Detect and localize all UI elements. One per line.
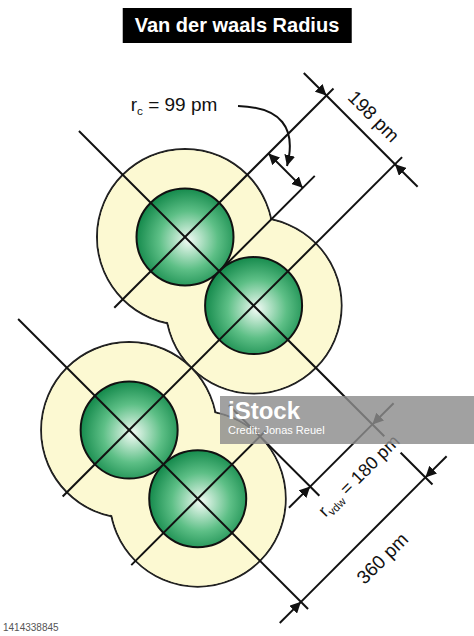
- dimension-label: 198 pm: [340, 84, 405, 149]
- extension-line: [114, 89, 333, 308]
- title-banner: Van der waals Radius: [123, 8, 352, 43]
- dimension-label: 360 pm: [350, 526, 415, 591]
- dimension-arrow: [289, 487, 310, 508]
- extension-line: [131, 431, 265, 565]
- dimension-arrow: [395, 164, 418, 187]
- label-text: r: [131, 94, 137, 115]
- radius-label: rc = 99 pm: [131, 95, 218, 118]
- subscript: c: [137, 105, 143, 118]
- credit-line: Credit: Jonas Reuel: [228, 424, 466, 436]
- extension-line: [219, 176, 314, 271]
- label-text: 198 pm: [344, 87, 404, 147]
- image-id: 1414338845: [3, 622, 59, 633]
- axis-line: [18, 319, 308, 609]
- dimension-arrow: [280, 602, 301, 623]
- watermark-logo: iStock: [228, 398, 466, 424]
- label-text: 360 pm: [353, 529, 413, 589]
- label-text: = 99 pm: [148, 94, 217, 115]
- dimension-arrow: [304, 73, 327, 96]
- dimension-arrow: [425, 456, 446, 477]
- dimension-line: [268, 154, 302, 188]
- dimension-line: [301, 477, 425, 601]
- label-text: 1414338845: [3, 622, 59, 633]
- extension-line: [63, 157, 402, 496]
- leader-line: [238, 106, 290, 166]
- watermark: iStockCredit: Jonas Reuel: [220, 396, 474, 444]
